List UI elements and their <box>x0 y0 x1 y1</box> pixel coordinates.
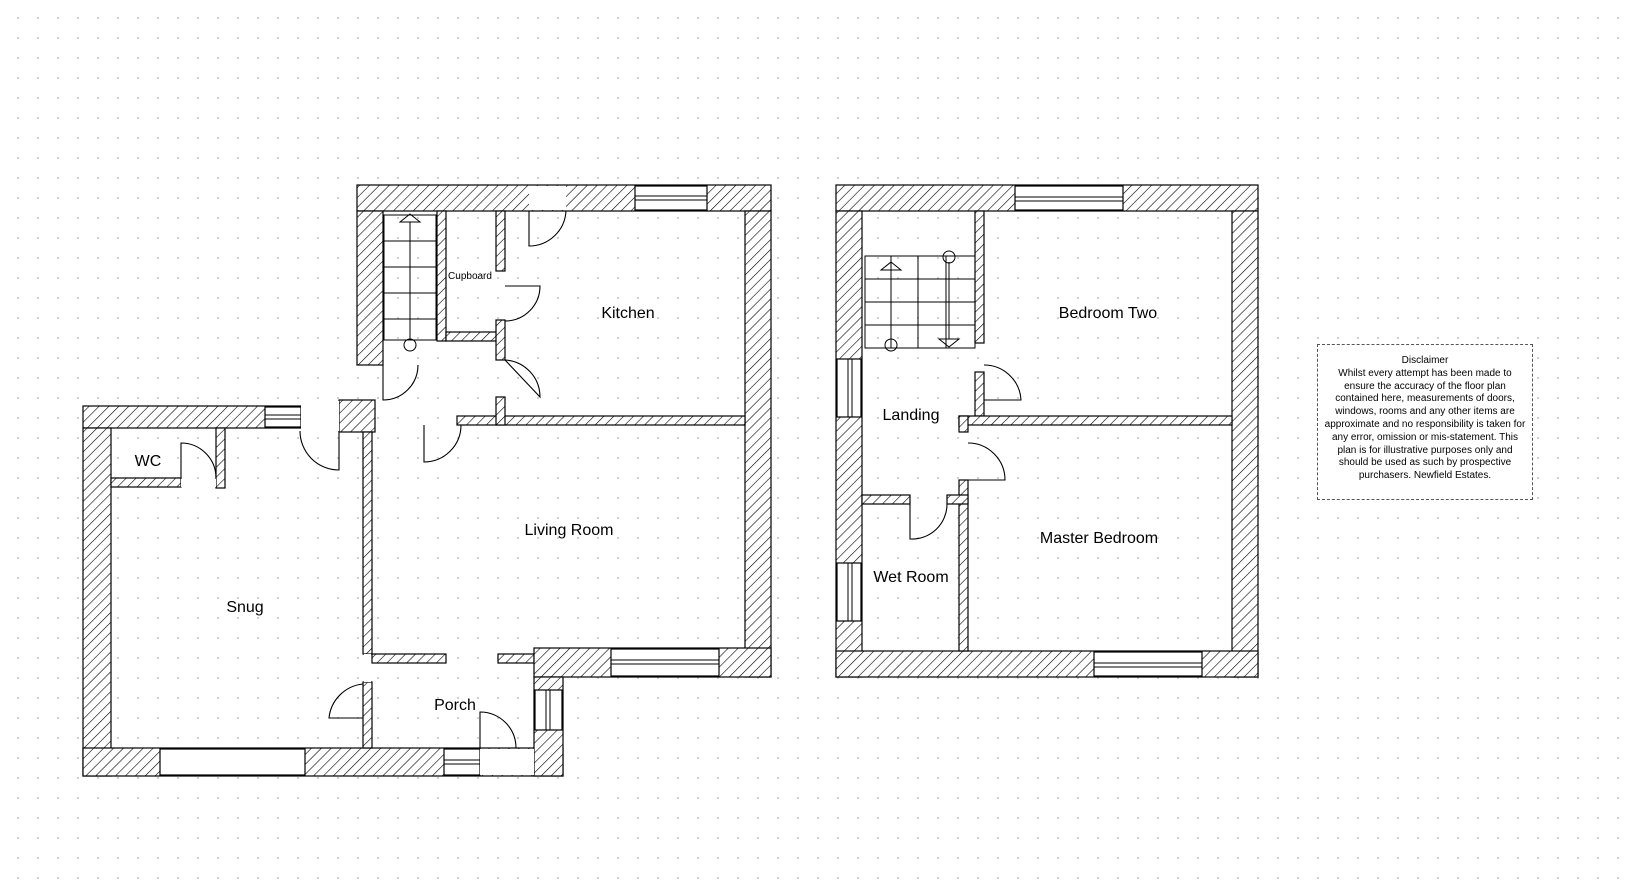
doors <box>180 210 567 749</box>
room-label-snug: Snug <box>226 599 263 616</box>
first-floor <box>835 184 1259 678</box>
wall <box>436 210 447 342</box>
wall <box>974 210 985 344</box>
wall <box>338 399 376 433</box>
disclaimer-text: Whilst every attempt has been made to en… <box>1324 367 1526 482</box>
wall <box>362 431 373 655</box>
doors <box>909 364 1022 540</box>
wall <box>495 210 506 272</box>
door-swing <box>299 430 340 471</box>
window <box>534 689 563 731</box>
door-swing <box>504 285 541 322</box>
window <box>836 358 862 418</box>
wall <box>958 479 969 652</box>
windows <box>836 185 1203 677</box>
wall <box>110 477 182 488</box>
window <box>1014 185 1124 211</box>
wall <box>495 319 506 361</box>
wall <box>495 396 506 426</box>
disclaimer-title: Disclaimer <box>1401 355 1449 366</box>
wall <box>958 415 969 433</box>
ground-floor <box>82 184 772 777</box>
door-swing <box>180 442 217 479</box>
wall <box>958 415 1233 426</box>
window <box>610 648 720 677</box>
window <box>443 748 481 776</box>
window-glazing <box>265 195 719 765</box>
room-label-cupboard: Cupboard <box>448 271 492 282</box>
window <box>159 748 306 776</box>
wall <box>356 210 384 366</box>
door-swing <box>423 424 462 463</box>
door-swing <box>479 711 517 749</box>
windows <box>159 185 720 776</box>
door-swing <box>328 683 364 719</box>
room-label-living-room: Living Room <box>525 522 614 539</box>
door-swing <box>504 359 541 399</box>
wall <box>744 210 772 678</box>
door-gaps <box>181 186 566 775</box>
wall <box>861 494 911 505</box>
room-label-landing: Landing <box>883 407 940 424</box>
window <box>1093 651 1203 677</box>
wall <box>497 653 535 664</box>
room-label-master-bedroom: Master Bedroom <box>1040 530 1158 547</box>
window <box>634 185 708 211</box>
window <box>836 562 862 622</box>
wall <box>445 331 503 342</box>
wall <box>946 494 969 505</box>
door-swing <box>983 364 1022 401</box>
wall <box>974 371 985 417</box>
window-glazing <box>847 196 1202 668</box>
wall <box>456 415 746 426</box>
staircase-first <box>864 250 976 352</box>
wall <box>1231 210 1259 678</box>
staircase-ground <box>383 213 437 352</box>
door-swing <box>967 442 1006 481</box>
room-label-wet-room: Wet Room <box>873 569 948 586</box>
wall <box>82 427 112 777</box>
room-label-porch: Porch <box>434 697 476 714</box>
door-swing <box>382 364 419 401</box>
wall <box>362 681 373 749</box>
door-swing <box>528 210 567 247</box>
disclaimer-box: Disclaimer Whilst every attempt has been… <box>1317 344 1533 500</box>
door-swing <box>909 503 948 540</box>
room-label-wc: WC <box>135 453 162 470</box>
room-label-kitchen: Kitchen <box>601 305 654 322</box>
wall <box>215 427 226 489</box>
window <box>264 406 302 428</box>
room-label-bedroom-two: Bedroom Two <box>1059 305 1158 322</box>
wall <box>371 653 447 664</box>
